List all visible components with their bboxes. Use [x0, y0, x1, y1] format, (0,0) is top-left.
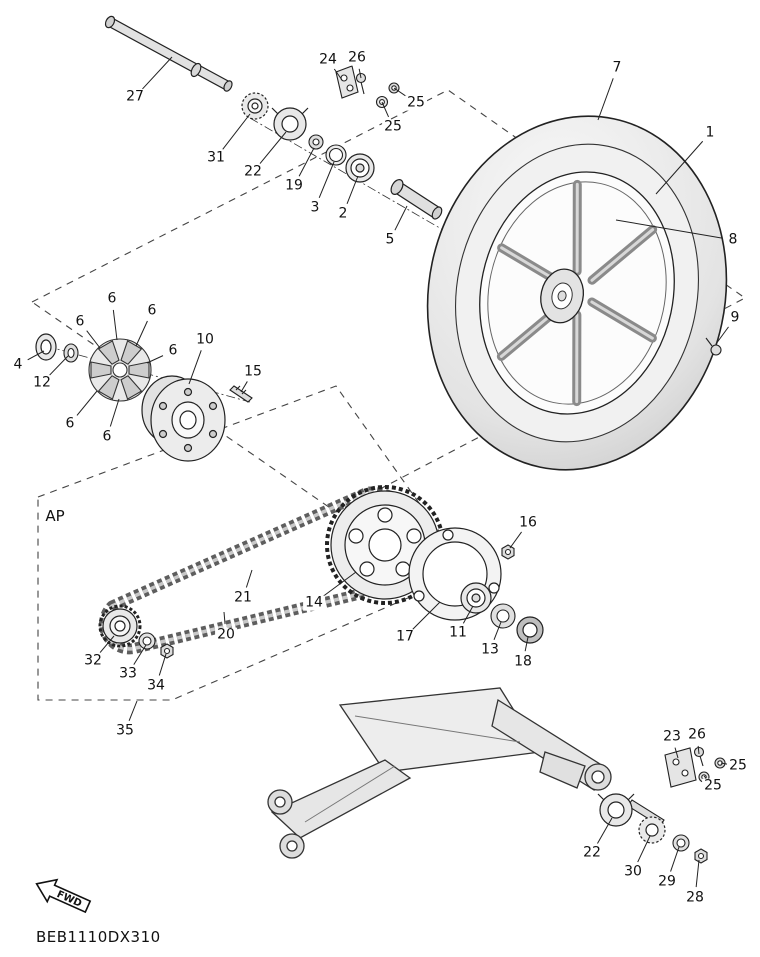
wheel-hub	[540, 268, 585, 324]
ap-group-label: AP	[43, 507, 67, 525]
valve-stem-9	[705, 337, 722, 356]
axle-shaft-27	[104, 15, 233, 92]
leader-line	[298, 147, 315, 177]
adjuster-cam-30	[638, 816, 666, 844]
leader-line	[381, 101, 390, 118]
leader-line	[223, 611, 226, 625]
leader-line	[158, 653, 167, 676]
leader-line	[135, 320, 148, 347]
nut-34	[160, 643, 174, 659]
leader-line	[76, 390, 98, 416]
collar-22-bottom	[597, 793, 635, 827]
leader-line	[493, 621, 502, 640]
leader-line	[670, 846, 680, 872]
leader-line	[412, 601, 441, 630]
leader-line	[597, 817, 613, 844]
leader-line	[128, 700, 138, 721]
collar-22-top	[271, 107, 309, 141]
leader-line	[674, 747, 679, 759]
leader-line	[697, 745, 700, 755]
cush-drive-dampers-6	[88, 338, 152, 402]
chain-puller-bracket-23	[664, 747, 697, 788]
leader-line	[86, 330, 101, 349]
leader-line	[524, 636, 529, 652]
nut-16	[501, 544, 515, 560]
leader-line	[394, 205, 408, 231]
diagram-code: BEB1110DX310	[36, 928, 161, 946]
brake-hose-bracket-24	[335, 65, 359, 99]
washer-29	[672, 834, 690, 852]
washer-12	[63, 343, 79, 363]
rear-wheel-7	[426, 115, 728, 471]
bearing-4	[35, 333, 57, 361]
leader-line	[597, 78, 614, 121]
leader-line	[99, 635, 115, 653]
leader-line	[146, 355, 164, 364]
drive-sprocket-32	[98, 604, 142, 648]
leader-line	[240, 381, 248, 393]
leader-line	[462, 605, 474, 624]
leader-line	[509, 531, 522, 549]
bolt-26-top	[355, 72, 367, 95]
leader-line	[393, 87, 408, 98]
leader-line	[346, 175, 359, 204]
leader-line	[615, 219, 723, 239]
leader-line	[49, 355, 69, 376]
washer-13	[490, 603, 516, 629]
nut-28	[694, 848, 708, 864]
leader-line	[245, 569, 253, 588]
oil-seal-3	[325, 144, 347, 166]
leader-line	[715, 326, 729, 345]
dashed-group-chain-assembly	[37, 385, 469, 701]
leader-line	[318, 161, 335, 199]
leader-line	[112, 309, 118, 341]
leader-line	[27, 350, 45, 361]
leader-line	[222, 113, 251, 150]
leader-line	[142, 56, 173, 90]
leader-line	[133, 644, 147, 665]
leader-line	[703, 775, 707, 779]
washer-19	[308, 134, 324, 150]
leader-line	[109, 398, 120, 427]
leader-line	[695, 859, 700, 888]
sensor-rotor-31	[241, 92, 269, 120]
leader-line	[655, 140, 704, 195]
leader-line	[358, 68, 362, 79]
leader-line	[322, 571, 357, 597]
collar-18	[516, 616, 544, 644]
bearing-2	[345, 153, 375, 183]
stud-bolt-15	[229, 385, 253, 403]
leader-line	[188, 350, 202, 385]
leader-line	[259, 131, 287, 164]
leader-line	[333, 68, 343, 81]
washer-33	[138, 632, 156, 650]
swingarm	[267, 687, 612, 859]
leader-line	[637, 835, 651, 863]
sprocket-hub-10	[141, 375, 226, 462]
leader-line	[720, 762, 728, 765]
bearing-11	[460, 582, 492, 614]
spacer-collar-5	[390, 179, 443, 220]
